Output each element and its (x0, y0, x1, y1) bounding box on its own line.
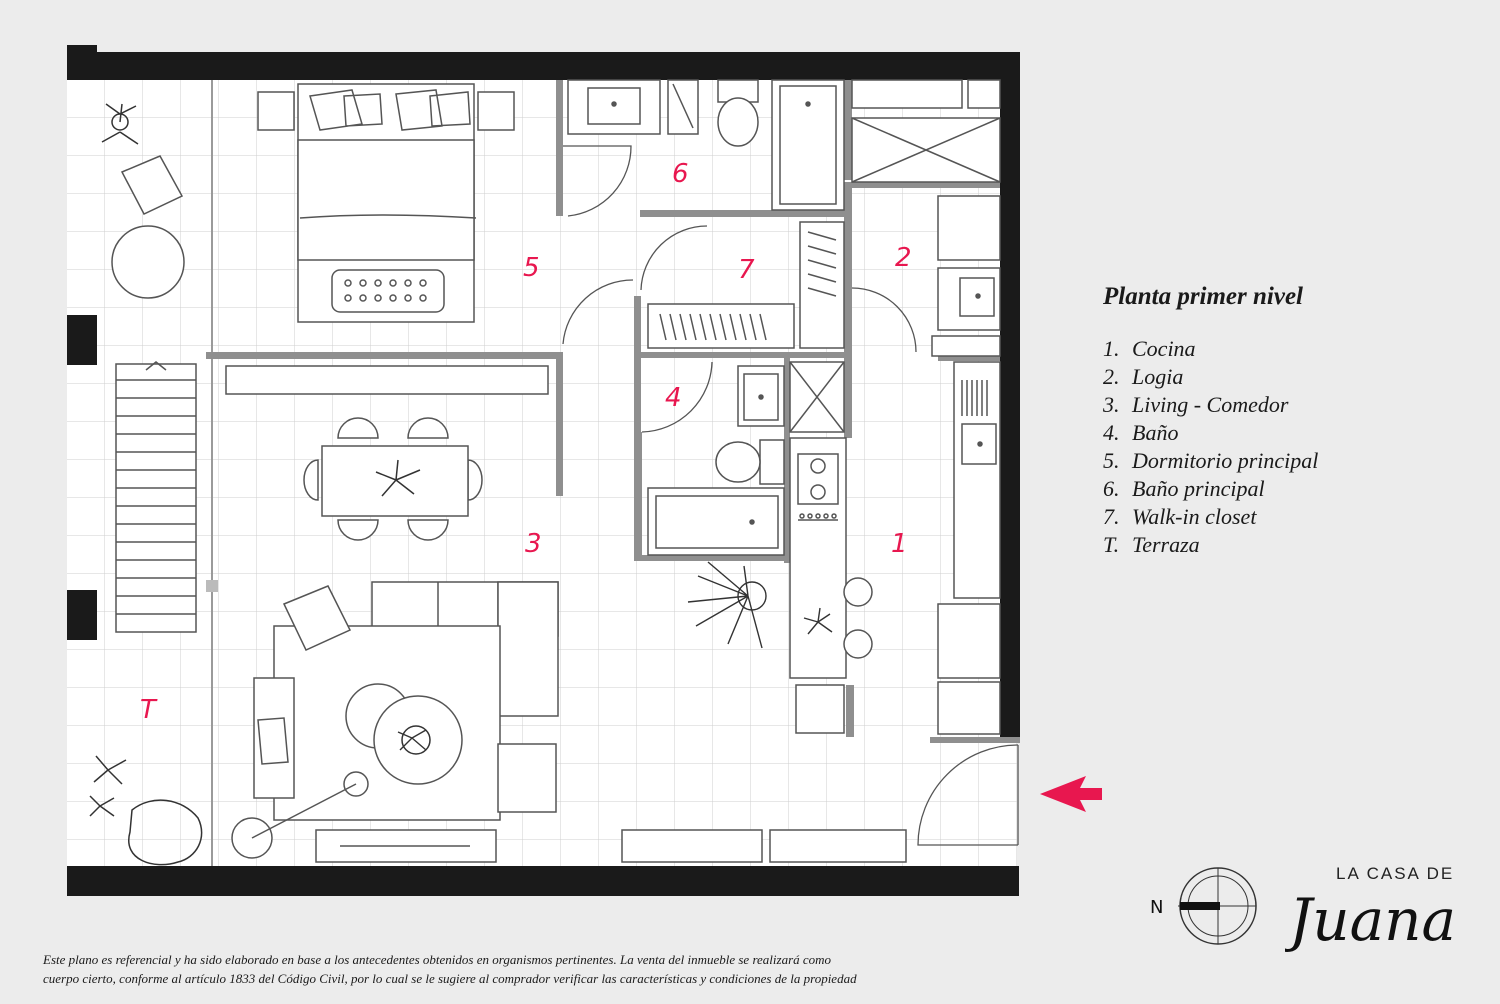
legend-item: 3.Living - Comedor (1103, 392, 1289, 417)
legend-item: T.Terraza (1103, 532, 1200, 557)
compass-north-letter: N (1150, 897, 1163, 918)
brand-name: LA CASA DE (1336, 864, 1455, 883)
disclaimer: Este plano es referencial y ha sido elab… (43, 950, 1103, 988)
floor-tiles (67, 80, 1017, 867)
legend-item: 1.Cocina (1103, 336, 1196, 361)
living-furniture (231, 581, 559, 863)
disclaimer-line-2: cuerpo cierto, conforme al artículo 1833… (43, 971, 857, 986)
legend-item: 5.Dormitorio principal (1103, 448, 1319, 473)
room-label-bano-principal: 6 (672, 159, 689, 189)
terrace-furniture (89, 103, 203, 866)
plant-icons (397, 561, 833, 751)
legend-title: Planta primer nivel (1103, 283, 1303, 310)
disclaimer-line-1: Este plano es referencial y ha sido elab… (43, 952, 832, 967)
dining-furniture (303, 417, 483, 541)
legend-list: 1.Cocina 2.Logia 3.Living - Comedor 4.Ba… (1103, 335, 1318, 559)
north-compass-icon: N (1150, 867, 1257, 945)
kitchen-fixtures (621, 195, 1001, 863)
bathroom-fixtures (647, 361, 845, 556)
room-label-living-comedor: 3 (525, 529, 542, 559)
room-label-dormitorio-principal: 5 (523, 253, 540, 283)
bedroom-furniture (225, 83, 549, 395)
legend-item: 2.Logia (1103, 364, 1184, 389)
door-swings (562, 145, 1019, 846)
interior-partitions (206, 80, 1020, 743)
brand-logo: Juana (1285, 886, 1456, 954)
room-labels: 1 2 3 4 5 6 7 T (140, 159, 912, 725)
exterior-walls (67, 45, 1020, 896)
legend-item: 4.Baño (1103, 420, 1179, 445)
walk-in-closet-racks (647, 221, 845, 349)
legend-item: 6.Baño principal (1103, 476, 1265, 501)
brand-script: Juana (1285, 886, 1456, 954)
room-label-walk-in-closet: 7 (738, 255, 755, 285)
room-label-bano: 4 (665, 383, 682, 413)
room-label-terraza: T (140, 695, 158, 725)
legend-item: 7.Walk-in closet (1103, 504, 1257, 529)
room-label-logia: 2 (895, 243, 912, 273)
room-label-cocina: 1 (891, 529, 908, 559)
terrace-glazing (206, 80, 218, 866)
bathroom-main-fixtures (567, 79, 1001, 211)
entry-arrow-icon (1040, 776, 1102, 812)
room-legend: Planta primer nivel 1.Cocina 2.Logia 3.L… (1103, 283, 1318, 559)
